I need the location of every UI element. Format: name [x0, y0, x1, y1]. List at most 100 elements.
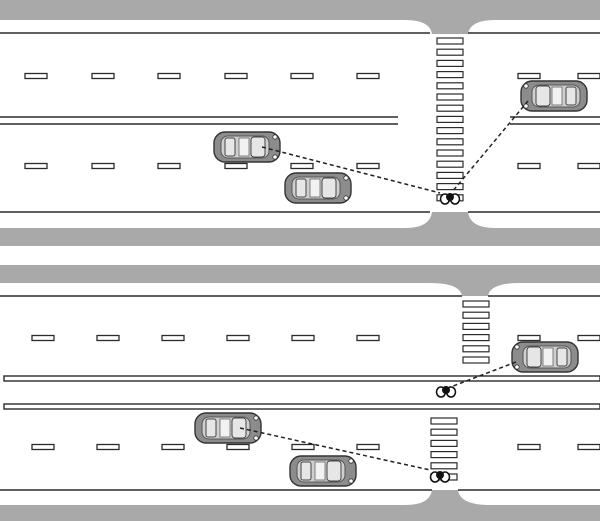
rear-window [295, 178, 307, 198]
windshield [321, 177, 337, 199]
rear-window [300, 461, 312, 481]
sightline-to-eastbound-car [261, 146, 441, 194]
rear-window [205, 418, 217, 438]
crosswalk-stripe [436, 82, 464, 90]
lane-dashes-westbound [31, 334, 600, 342]
headlight [514, 344, 520, 350]
crosswalk-stripe [436, 183, 464, 191]
crosswalk-stripe [436, 70, 464, 79]
crosswalk-stripe [462, 300, 490, 308]
car-roof [309, 178, 321, 198]
lane-dash [226, 334, 250, 342]
lane-dash [577, 72, 600, 80]
crosswalk-stripe [462, 356, 490, 364]
crosswalk-stripe [430, 417, 458, 425]
lane-dash [91, 162, 115, 170]
windshield [326, 460, 342, 482]
headlight [514, 364, 520, 370]
crosswalk-upper [462, 300, 490, 364]
car-roof [238, 137, 250, 157]
lane-dash [161, 334, 185, 342]
windshield [535, 85, 551, 107]
lane-dash [24, 72, 48, 80]
lane-dash [161, 443, 185, 451]
sidewalk-top [0, 265, 600, 283]
car-eastbound-inner [213, 131, 281, 163]
lane-dash [24, 162, 48, 170]
pedestrian-head [442, 386, 450, 394]
lane-dash [224, 72, 248, 80]
windshield [250, 136, 266, 158]
headlight [272, 134, 278, 140]
crosswalk-stripe [436, 48, 464, 56]
sidewalk-bottom [0, 228, 600, 246]
car-roof [542, 347, 554, 367]
lane-dash [31, 334, 55, 342]
pedestrian-median [435, 386, 457, 398]
car-westbound [520, 80, 588, 112]
lane-dash [290, 162, 314, 170]
crosswalk-stripe [436, 160, 464, 168]
lane-dash [517, 443, 541, 451]
lane-dash [517, 72, 541, 80]
lane-dash [577, 443, 600, 451]
rear-window [565, 86, 577, 106]
car-eastbound-outer [284, 172, 352, 204]
crosswalk-stripe [436, 37, 464, 45]
car-roof [314, 461, 326, 481]
crosswalk-stripe [436, 93, 464, 101]
headlight [348, 458, 354, 464]
lane-dash [577, 334, 600, 342]
crosswalk-stripe [436, 126, 464, 135]
crosswalk-lower [430, 417, 458, 481]
median-island-edge-lower [3, 403, 600, 410]
lane-dash [224, 162, 248, 170]
crosswalk-stripe [462, 345, 490, 353]
lane-dash [356, 162, 380, 170]
lane-dash [517, 162, 541, 170]
windshield [231, 417, 247, 439]
sidewalk-top [0, 0, 600, 20]
sightline-to-westbound-car [451, 100, 529, 193]
panel-top-midblock-crossing [0, 0, 600, 246]
car-eastbound-inner [194, 412, 262, 444]
crosswalk-stripe [462, 322, 490, 330]
sightline-from-median-to-westbound-car [447, 361, 517, 389]
pedestrian-head [446, 193, 454, 201]
headlight [523, 83, 529, 89]
sightline-to-eastbound-car [239, 427, 431, 471]
crosswalk-stripe [436, 115, 464, 124]
car-roof [551, 86, 563, 106]
headlight [343, 175, 349, 181]
lane-dash [290, 72, 314, 80]
lane-dash [157, 72, 181, 80]
lane-dash [31, 443, 55, 451]
lane-dashes-eastbound [24, 162, 600, 170]
crosswalk-stripe [436, 59, 464, 68]
crosswalk-stripe [462, 334, 490, 342]
rear-window [224, 137, 236, 157]
lane-dashes-eastbound [31, 443, 600, 451]
lane-dash [577, 162, 600, 170]
pedestrian-curb [439, 193, 461, 205]
curb-ramp-top [405, 20, 495, 34]
headlight [253, 415, 259, 421]
crosswalk-stripe [436, 149, 464, 157]
headlight [272, 154, 278, 160]
lane-dash [291, 443, 315, 451]
headlight [253, 435, 259, 441]
crosswalk-stripe [436, 138, 464, 146]
car-westbound [511, 341, 579, 373]
crosswalk-stripe [430, 462, 458, 470]
lane-dash [226, 443, 250, 451]
crosswalk-stripe [436, 104, 464, 112]
lane-dash [96, 334, 120, 342]
sidewalk-bottom [0, 505, 600, 521]
crosswalk-stripe [430, 439, 458, 447]
curb-ramp-bottom [405, 212, 495, 228]
car-eastbound-outer [289, 455, 357, 487]
crosswalk-stripe [462, 311, 490, 319]
lane-dash [356, 72, 380, 80]
windshield [526, 346, 542, 368]
